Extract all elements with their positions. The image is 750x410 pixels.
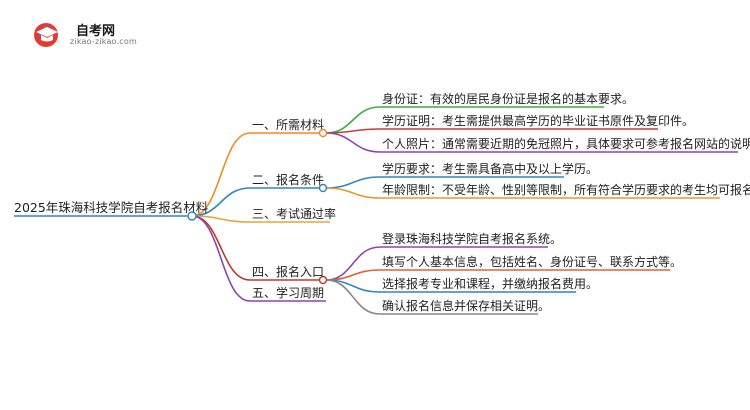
branch-label: 四、报名入口 [252, 264, 324, 279]
leaf-label: 身份证：有效的居民身份证是报名的基本要求。 [382, 91, 634, 106]
leaf-label: 年龄限制：不受年龄、性别等限制，所有符合学历要求的考生均可报名。 [382, 182, 750, 197]
branch-collapse-dot[interactable] [318, 275, 328, 285]
branch-label: 二、报名条件 [252, 172, 324, 187]
logo [34, 23, 58, 47]
leaf-label: 学历要求：考生需具备高中及以上学历。 [382, 161, 598, 176]
leaf-label: 确认报名信息并保存相关证明。 [382, 298, 550, 313]
leaf-label: 登录珠海科技学院自考报名系统。 [382, 231, 562, 246]
graduation-cap-icon [34, 23, 58, 47]
leaf-connector [325, 279, 381, 315]
branch-collapse-dot[interactable] [318, 183, 328, 193]
logo-name: 自考网 [76, 24, 116, 39]
branch-label: 一、所需材料 [252, 118, 324, 132]
branch-connector [191, 132, 251, 217]
branch-label: 五、学习周期 [252, 285, 324, 300]
leaf-label: 选择报考专业和课程，并缴纳报名费用。 [382, 276, 598, 291]
branch-collapse-dot[interactable] [318, 128, 328, 138]
root-node-label: 2025年珠海科技学院自考报名材料 [14, 200, 209, 215]
leaf-connector [325, 128, 381, 134]
leaf-connector [325, 176, 381, 189]
leaf-label: 填写个人基本信息，包括姓名、身份证号、联系方式等。 [382, 254, 682, 269]
leaf-label: 个人照片：通常需要近期的免冠照片，具体要求可参考报名网站的说明。 [382, 136, 750, 151]
leaf-connector [325, 187, 381, 199]
branch-connector [191, 215, 251, 302]
branch-connector [191, 215, 251, 281]
root-collapse-dot[interactable] [187, 211, 197, 221]
branch-connector [191, 215, 251, 223]
logo-url: zikao-zikao.com [70, 37, 137, 46]
branch-connector [191, 187, 251, 217]
leaf-label: 学历证明：考生需提供最高学历的毕业证书原件及复印件。 [382, 113, 694, 128]
branch-label: 三、考试通过率 [252, 206, 336, 221]
leaf-connector [325, 132, 381, 153]
